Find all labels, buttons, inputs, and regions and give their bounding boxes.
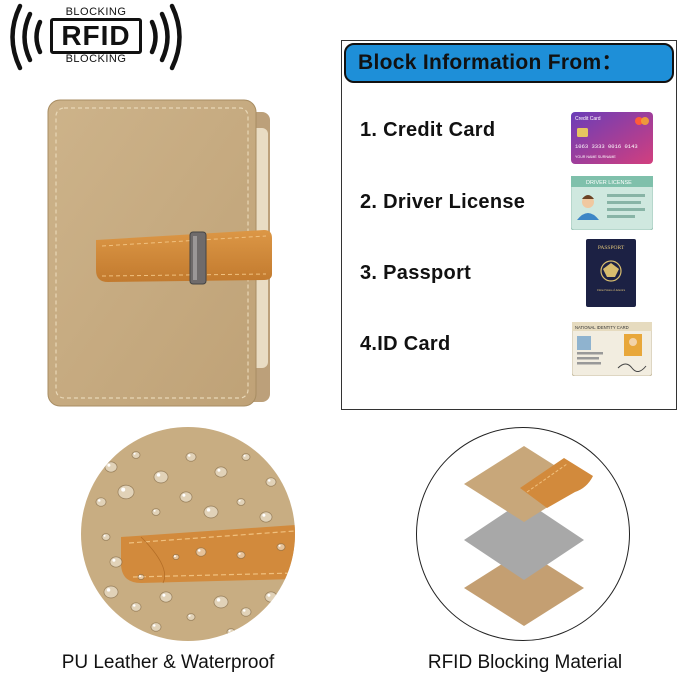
droplet-highlight xyxy=(268,479,271,482)
water-droplet xyxy=(150,622,162,632)
water-droplet xyxy=(179,491,193,503)
credit-card-icon: Credit Card 1063 3333 0016 0143 YOUR NAM… xyxy=(571,112,653,164)
water-droplet xyxy=(153,470,169,484)
droplet-highlight xyxy=(156,473,161,477)
list-item-driver-license: 2. Driver License xyxy=(360,191,526,213)
water-droplet xyxy=(241,453,251,461)
droplet-highlight xyxy=(238,499,241,502)
droplet-highlight xyxy=(228,629,231,632)
droplet-highlight xyxy=(243,609,246,612)
droplet-highlight xyxy=(106,588,111,592)
passport-icon: PASSPORT United States of America xyxy=(586,239,636,307)
block-information-panel: Block Information From： 1. Credit Card 2… xyxy=(341,40,677,410)
droplet-highlight xyxy=(133,604,136,607)
water-droplet xyxy=(203,505,219,519)
license-title: DRIVER LICENSE xyxy=(586,180,632,186)
passport-country: United States of America xyxy=(597,289,626,292)
water-droplet xyxy=(117,484,135,500)
droplet-highlight xyxy=(198,549,201,552)
droplet-highlight xyxy=(162,593,166,597)
logo-main-text: RFID xyxy=(50,18,142,54)
water-droplet xyxy=(226,628,236,636)
credit-card-title: Credit Card xyxy=(575,116,601,122)
water-droplet xyxy=(236,498,246,506)
water-droplet xyxy=(95,497,107,507)
driver-license-icon: DRIVER LICENSE xyxy=(570,175,654,231)
waterproof-leather-closeup xyxy=(81,427,295,641)
water-droplet xyxy=(130,602,142,612)
water-droplet xyxy=(264,591,278,603)
credit-card-number: 1063 3333 0016 0143 xyxy=(575,143,638,150)
water-droplet xyxy=(131,451,141,459)
droplet-highlight xyxy=(217,468,221,472)
caption-rfid-material: RFID Blocking Material xyxy=(427,652,623,673)
id-card-icon: NATIONAL IDENTITY CARD xyxy=(571,321,653,377)
water-droplet xyxy=(195,547,207,557)
water-droplet xyxy=(213,595,229,609)
droplet-highlight xyxy=(262,513,266,517)
droplet-highlight xyxy=(153,509,156,512)
caption-pu-leather: PU Leather & Waterproof xyxy=(61,652,275,673)
credit-card-name: YOUR NAME SURNAME xyxy=(575,155,616,159)
droplet-highlight xyxy=(107,463,111,467)
water-droplet xyxy=(103,585,119,599)
droplet-highlight xyxy=(98,499,101,502)
list-item-credit-card: 1. Credit Card xyxy=(360,119,496,141)
water-droplet xyxy=(172,554,180,560)
droplet-highlight xyxy=(188,454,191,457)
droplet-highlight xyxy=(216,598,221,602)
logo-top-text: BLOCKING xyxy=(65,6,127,18)
droplet-highlight xyxy=(243,454,246,457)
water-droplet xyxy=(101,533,111,541)
water-droplet xyxy=(159,591,173,603)
water-droplet xyxy=(151,508,161,516)
water-droplet xyxy=(259,511,273,523)
droplet-highlight xyxy=(133,452,136,455)
droplet-highlight xyxy=(138,575,141,578)
water-droplet xyxy=(214,466,228,478)
droplet-highlight xyxy=(112,558,116,562)
logo-bottom-text: BLOCKING xyxy=(65,53,127,65)
droplet-highlight xyxy=(173,555,176,558)
water-droplet xyxy=(109,556,123,568)
water-droplet xyxy=(104,461,118,473)
rfid-blocking-logo: BLOCKING RFID BLOCKING xyxy=(0,0,192,74)
passport-wallet-image xyxy=(46,98,286,418)
water-droplet xyxy=(185,452,197,462)
droplet-highlight xyxy=(238,552,241,555)
passport-title: PASSPORT xyxy=(598,245,625,251)
droplet-highlight xyxy=(278,544,281,547)
signal-waves-icon xyxy=(10,3,182,71)
list-item-passport: 3. Passport xyxy=(360,262,472,284)
water-droplet xyxy=(265,477,277,487)
droplet-highlight xyxy=(121,487,126,492)
rfid-material-layers xyxy=(416,427,630,641)
water-droplet xyxy=(276,543,286,551)
panel-title: Block Information From： xyxy=(344,43,674,83)
droplet-highlight xyxy=(188,614,191,617)
droplet-highlight xyxy=(103,534,106,537)
water-droplet xyxy=(186,613,196,621)
water-droplet xyxy=(240,607,252,617)
droplet-highlight xyxy=(153,624,156,627)
id-card-title: NATIONAL IDENTITY CARD xyxy=(575,325,629,330)
droplet-highlight xyxy=(182,493,186,497)
water-droplet xyxy=(137,574,145,580)
list-item-id-card: 4.ID Card xyxy=(360,333,451,355)
droplet-highlight xyxy=(267,593,271,597)
water-droplet xyxy=(236,551,246,559)
droplet-highlight xyxy=(206,508,211,512)
